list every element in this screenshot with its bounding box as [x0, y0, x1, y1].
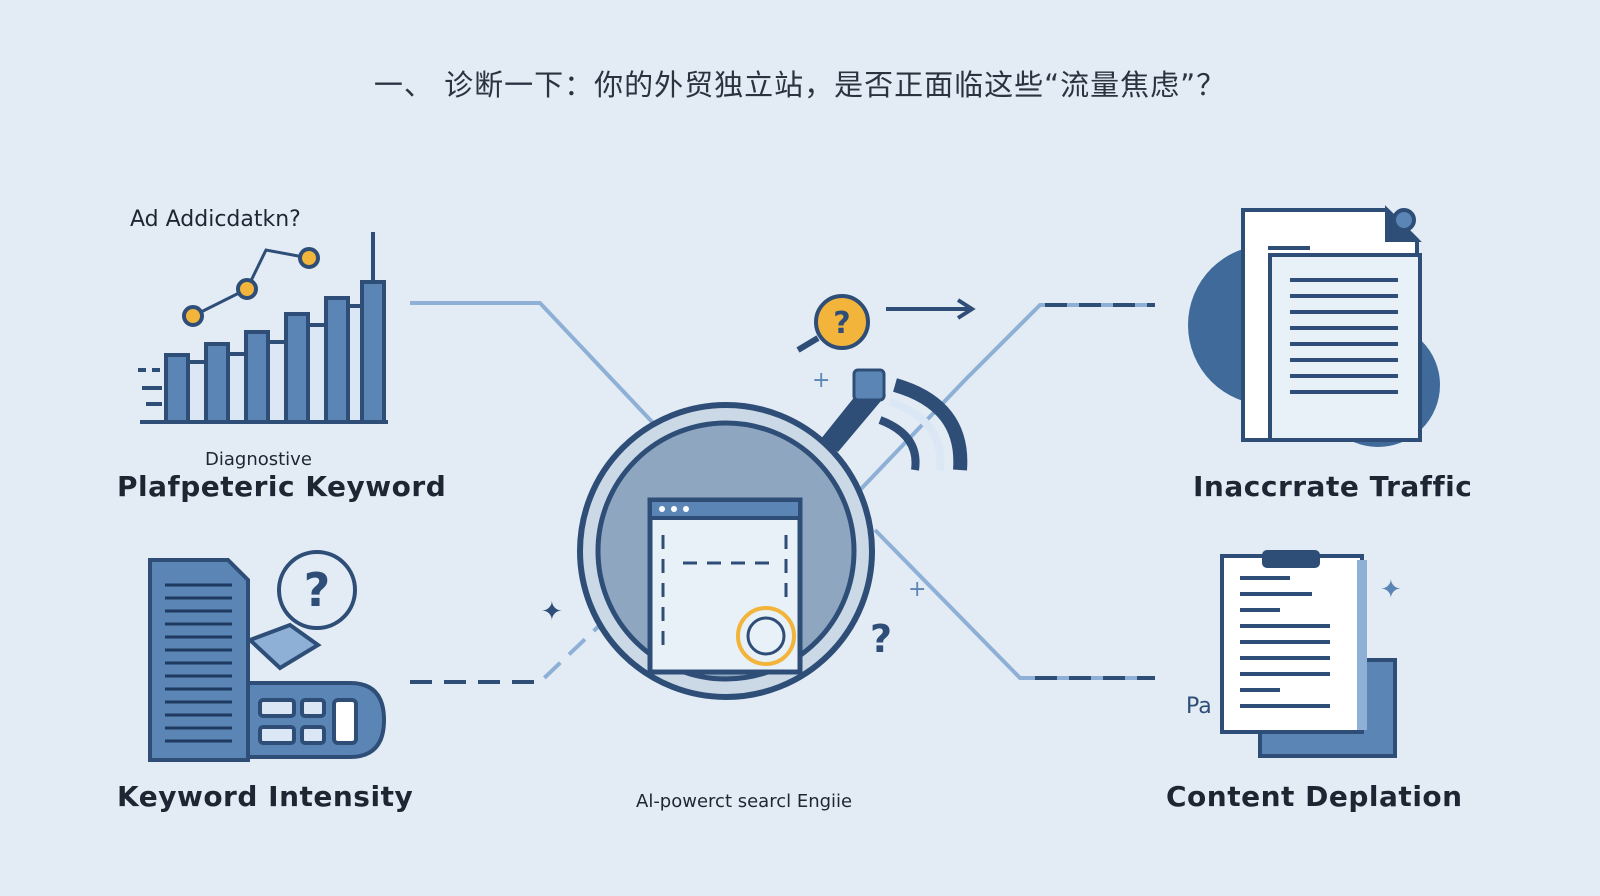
connector-lines — [410, 301, 1155, 684]
svg-text:✦: ✦ — [1380, 575, 1402, 605]
page-title: 一、 诊断一下：你的外贸独立站，是否正面临这些“流量焦虑”？ — [373, 68, 1227, 102]
clipboard-document-icon: ✦ — [1220, 550, 1402, 758]
bottom-left-label: Keyword Intensity — [117, 780, 414, 813]
top-left-caption: Ad Addicdatkn? — [130, 207, 301, 232]
magnifier-browser-icon: ? ? + + ✦ — [541, 294, 976, 700]
svg-text:+: + — [908, 577, 926, 602]
svg-text:?: ? — [304, 563, 331, 617]
top-left-sub-label: Diagnostive — [205, 449, 312, 470]
connector-top-left — [410, 301, 657, 427]
svg-text:?: ? — [833, 306, 850, 341]
svg-text:+: + — [812, 368, 830, 393]
connector-top-right — [858, 303, 1155, 492]
document-gear-icon — [1188, 205, 1440, 447]
top-left-label: Plafpeteric Keyword — [117, 470, 447, 503]
bottom-right-side-glyph: Pa — [1186, 694, 1212, 719]
keyboard-document-question-icon: ? — [148, 550, 387, 762]
connector-bottom-right — [873, 528, 1155, 680]
bottom-right-label: Content Deplation — [1166, 780, 1463, 813]
center-label: Al-powerct searcl Engiie — [636, 791, 853, 812]
top-right-label: Inaccrrate Traffic — [1193, 470, 1473, 503]
connector-bottom-left — [410, 623, 602, 684]
svg-text:✦: ✦ — [541, 597, 563, 627]
svg-text:?: ? — [870, 617, 892, 661]
bar-chart-icon — [138, 232, 388, 424]
